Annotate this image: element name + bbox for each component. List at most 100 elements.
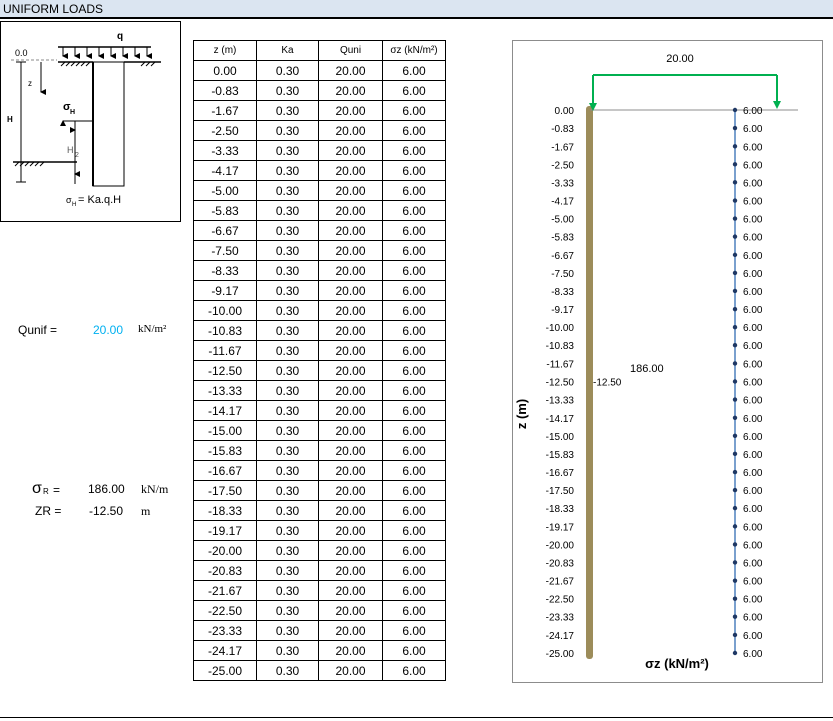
cell-z: -10.83 bbox=[193, 320, 257, 341]
cell-quni: 20.00 bbox=[318, 280, 383, 301]
cell-ka: 0.30 bbox=[256, 620, 319, 641]
load-arrowhead-right bbox=[773, 101, 781, 109]
cell-sigma: 6.00 bbox=[382, 220, 446, 241]
sr-subscript: R bbox=[43, 487, 49, 496]
cell-z: -19.17 bbox=[193, 520, 257, 541]
data-label: 6.00 bbox=[743, 178, 763, 189]
data-point bbox=[732, 632, 738, 638]
cell-z: 0.00 bbox=[193, 60, 257, 81]
cell-ka: 0.30 bbox=[256, 60, 319, 81]
cell-quni: 20.00 bbox=[318, 260, 383, 281]
cell-z: -20.00 bbox=[193, 540, 257, 561]
cell-z: -22.50 bbox=[193, 600, 257, 621]
cell-quni: 20.00 bbox=[318, 620, 383, 641]
y-tick-label: -13.33 bbox=[546, 396, 575, 407]
data-label: 6.00 bbox=[743, 323, 763, 334]
data-point bbox=[732, 270, 738, 276]
wall-bar bbox=[586, 106, 593, 659]
cell-sigma: 6.00 bbox=[382, 460, 446, 481]
cell-sigma: 6.00 bbox=[382, 60, 446, 81]
cell-ka: 0.30 bbox=[256, 500, 319, 521]
cell-z: -17.50 bbox=[193, 480, 257, 501]
data-point bbox=[732, 252, 738, 258]
cell-quni: 20.00 bbox=[318, 660, 383, 681]
cell-sigma: 6.00 bbox=[382, 620, 446, 641]
cell-z: -10.00 bbox=[193, 300, 257, 321]
y-tick-label: -8.33 bbox=[551, 287, 574, 298]
zr-label: ZR = bbox=[35, 504, 62, 518]
data-label: 6.00 bbox=[743, 124, 763, 135]
data-label: 6.00 bbox=[743, 414, 763, 425]
h-label: H bbox=[7, 115, 13, 124]
cell-z: -5.00 bbox=[193, 180, 257, 201]
cell-quni: 20.00 bbox=[318, 540, 383, 561]
cell-z: -13.33 bbox=[193, 380, 257, 401]
qunif-label: Qunif = bbox=[18, 323, 58, 337]
cell-z: -15.83 bbox=[193, 440, 257, 461]
data-point bbox=[732, 306, 738, 312]
cell-sigma: 6.00 bbox=[382, 600, 446, 621]
bottom-border bbox=[0, 717, 833, 718]
cell-z: -14.17 bbox=[193, 400, 257, 421]
cell-quni: 20.00 bbox=[318, 140, 383, 161]
cell-ka: 0.30 bbox=[256, 260, 319, 281]
cell-sigma: 6.00 bbox=[382, 560, 446, 581]
data-label: 6.00 bbox=[743, 595, 763, 606]
resultant-label: 186.00 bbox=[630, 363, 664, 375]
half-h-label: H bbox=[67, 145, 74, 155]
cell-sigma: 6.00 bbox=[382, 200, 446, 221]
y-tick-label: -10.83 bbox=[546, 341, 575, 352]
cell-ka: 0.30 bbox=[256, 340, 319, 361]
cell-quni: 20.00 bbox=[318, 180, 383, 201]
cell-ka: 0.30 bbox=[256, 480, 319, 501]
cell-sigma: 6.00 bbox=[382, 240, 446, 261]
data-label: 6.00 bbox=[743, 341, 763, 352]
y-tick-label: -23.33 bbox=[546, 613, 575, 624]
sr-symbol: σ bbox=[32, 480, 42, 497]
zr-unit: m bbox=[141, 504, 151, 518]
cell-ka: 0.30 bbox=[256, 220, 319, 241]
cell-z: -18.33 bbox=[193, 500, 257, 521]
cell-quni: 20.00 bbox=[318, 200, 383, 221]
cell-sigma: 6.00 bbox=[382, 440, 446, 461]
cell-ka: 0.30 bbox=[256, 600, 319, 621]
data-point bbox=[732, 487, 738, 493]
y-tick-label: -21.67 bbox=[546, 577, 575, 588]
cell-ka: 0.30 bbox=[256, 360, 319, 381]
cell-quni: 20.00 bbox=[318, 60, 383, 81]
data-point bbox=[732, 505, 738, 511]
sr-unit: kN/m bbox=[141, 482, 169, 496]
cell-z: -7.50 bbox=[193, 240, 257, 261]
cell-quni: 20.00 bbox=[318, 460, 383, 481]
level-zero-label: 0.0 bbox=[15, 48, 28, 58]
cell-z: -9.17 bbox=[193, 280, 257, 301]
data-label: 6.00 bbox=[743, 142, 763, 153]
cell-ka: 0.30 bbox=[256, 120, 319, 141]
cell-sigma: 6.00 bbox=[382, 280, 446, 301]
cell-z: -24.17 bbox=[193, 640, 257, 661]
data-point bbox=[732, 361, 738, 366]
data-label: 6.00 bbox=[743, 106, 763, 117]
y-tick-label: -4.17 bbox=[551, 197, 574, 208]
data-point bbox=[732, 614, 738, 619]
data-point bbox=[732, 325, 738, 330]
data-label: 6.00 bbox=[743, 577, 763, 588]
cell-z: -16.67 bbox=[193, 460, 257, 481]
data-label: 6.00 bbox=[743, 432, 763, 443]
cell-quni: 20.00 bbox=[318, 420, 383, 441]
col-header-z: z (m) bbox=[193, 40, 257, 61]
cell-sigma: 6.00 bbox=[382, 160, 446, 181]
data-point bbox=[732, 180, 738, 185]
cell-sigma: 6.00 bbox=[382, 480, 446, 501]
data-point bbox=[732, 560, 738, 565]
cell-z: -1.67 bbox=[193, 100, 257, 121]
